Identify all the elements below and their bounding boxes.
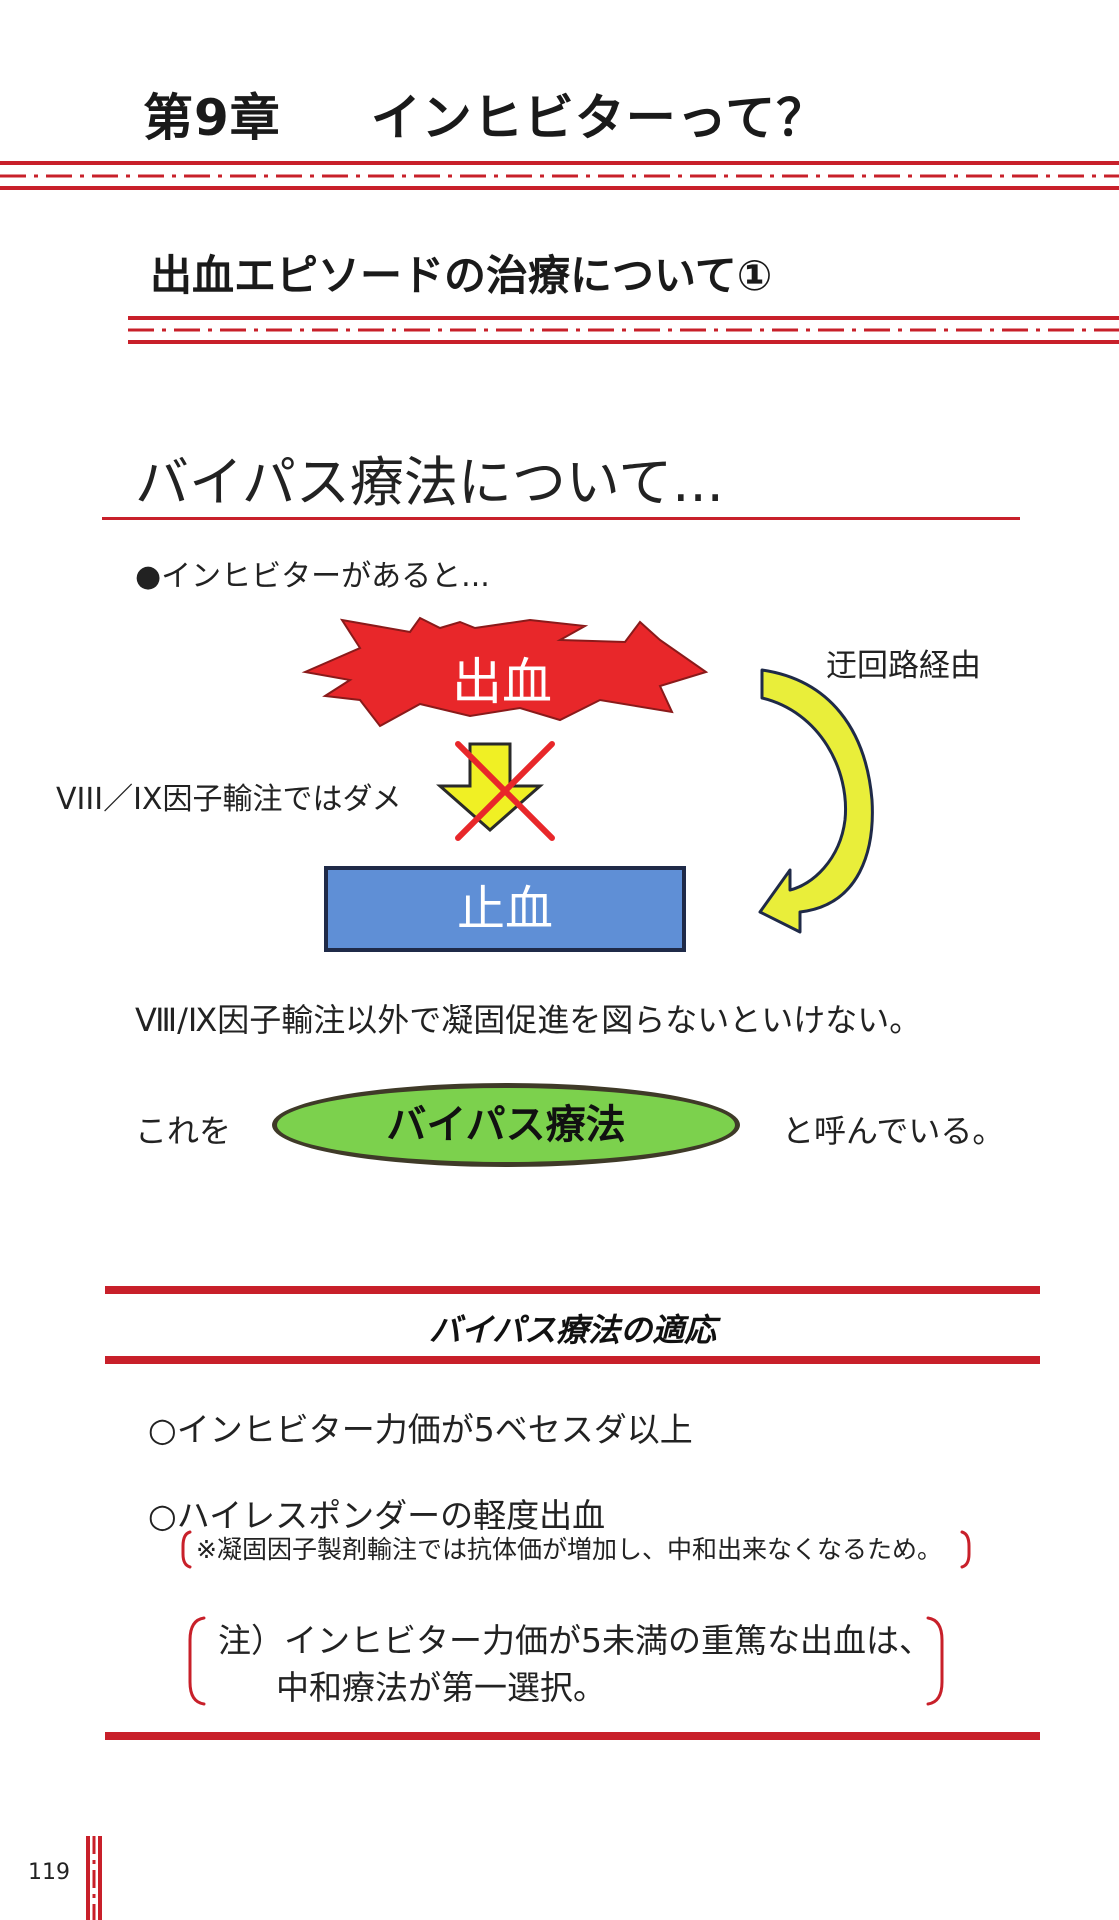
naming-prefix: これを: [135, 1112, 232, 1150]
indication-bottom-bar: [105, 1732, 1040, 1740]
indication-top-bar: [105, 1286, 1040, 1294]
caution-line: 中和療法が第一選択。: [276, 1668, 606, 1707]
section-rule: [128, 316, 1119, 344]
caution-box: 注）インヒビター力価が5未満の重篤な出血は、 中和療法が第一選択。: [218, 1617, 932, 1711]
chapter-rule: [0, 161, 1119, 190]
factor-infusion-label: VIII／IX因子輸注ではダメ: [56, 782, 402, 817]
hemostasis-box: 止血: [324, 866, 686, 952]
bleeding-label: 出血: [452, 653, 552, 711]
hemostasis-label: 止血: [456, 881, 553, 937]
bullet-text: ●インヒビターがあると...: [135, 559, 490, 594]
bypass-route-label: 迂回路経由: [826, 648, 981, 684]
chapter-number: 第9章: [143, 89, 281, 147]
caution-brackets: [181, 1530, 971, 1706]
down-arrow-shape: [436, 742, 544, 832]
topic-underline: [102, 517, 1020, 520]
naming-suffix: と呼んでいる。: [782, 1112, 1005, 1150]
bypass-therapy-term: バイパス療法: [386, 1102, 626, 1148]
page-number: 119: [28, 1860, 70, 1885]
bleeding-burst-shape: [301, 616, 709, 728]
indication-title: バイパス療法の適応: [428, 1311, 717, 1349]
caution-line: 注）インヒビター力価が5未満の重篤な出血は、: [218, 1621, 932, 1660]
chapter-heading: 第9章 インヒビターって？: [143, 78, 827, 150]
indication-mid-bar: [105, 1356, 1040, 1364]
cross-mark-icon: [455, 741, 555, 841]
page-edge-marker: [86, 1836, 102, 1920]
indication-item: ○ハイレスポンダーの軽度出血: [148, 1496, 606, 1535]
bypass-therapy-pill: バイパス療法: [272, 1083, 740, 1167]
bypass-curve-arrow-shape: [758, 668, 874, 934]
section-title: 出血エピソードの治療について①: [150, 251, 773, 300]
chapter-title: インヒビターって？: [370, 89, 828, 147]
indication-note: ※凝固因子製剤輸注では抗体価が増加し、中和出来なくなるため。: [196, 1535, 942, 1564]
indication-item: ○インヒビター力価が5ベセスダ以上: [148, 1410, 693, 1449]
statement-text: Ⅷ/Ⅸ因子輸注以外で凝固促進を図らないといけない。: [135, 1001, 922, 1039]
topic-title: バイパス療法について...: [135, 451, 724, 514]
